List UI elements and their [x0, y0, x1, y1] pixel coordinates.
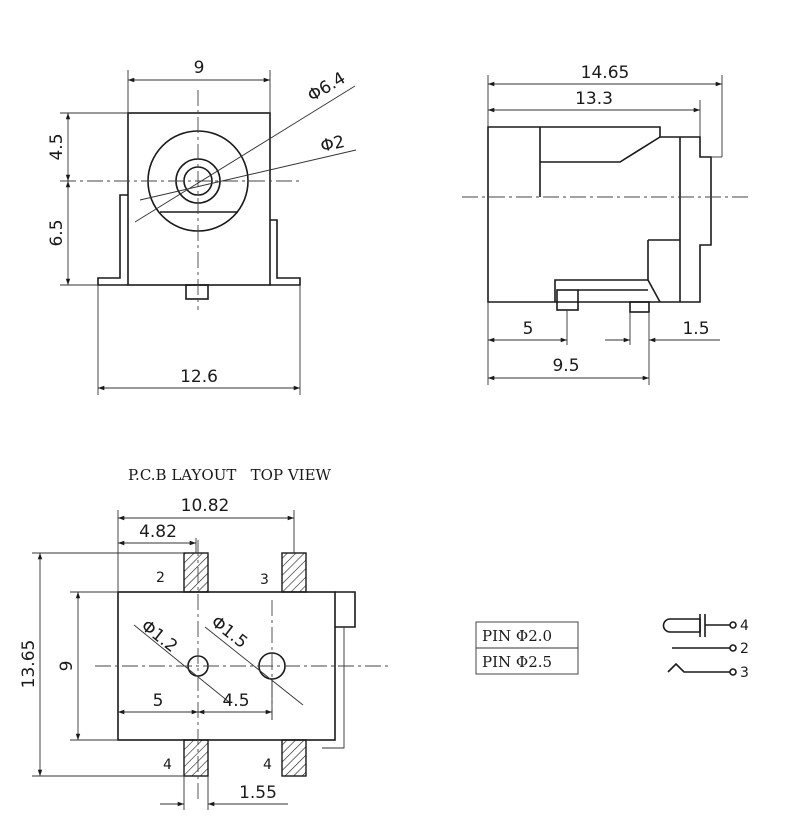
pcb-pad-bottom-right	[281, 739, 307, 777]
dim-side-pin-pitch: 9.5	[552, 356, 579, 376]
dim-pcb-total-height: 13.65	[19, 640, 39, 689]
pin-table-row-2: PIN Φ2.5	[482, 653, 552, 671]
schematic-pin-2: 2	[740, 641, 749, 657]
front-body	[127, 112, 271, 286]
schematic-pin-3: 3	[740, 665, 749, 681]
dim-pcb-total-width: 10.82	[181, 496, 230, 516]
dim-pcb-left-offset: 4.82	[139, 522, 177, 542]
pcb-pin-label-3: 3	[260, 572, 269, 588]
front-bottom-pin	[185, 284, 209, 300]
pcb-pin-label-4-right: 4	[263, 757, 272, 773]
pcb-pad-top-right	[281, 552, 307, 593]
dim-pcb-pad-width: 1.55	[239, 783, 277, 803]
dim-side-pin-offset: 5	[523, 319, 534, 339]
pcb-layout: P.C.B LAYOUT TOP VIEW 2 3 4 4 Φ1.2 Φ1.5	[19, 466, 392, 810]
pcb-pad-bottom-left	[183, 739, 209, 777]
dim-side-pin-width: 1.5	[682, 319, 709, 339]
dim-pcb-hole1-x: 5	[153, 691, 164, 711]
pcb-pad-top-left	[183, 552, 209, 593]
dim-front-upper-height: 4.5	[47, 133, 67, 160]
front-right-flange	[270, 219, 301, 286]
dim-front-width: 9	[194, 58, 205, 78]
dim-pcb-hole-spacing: 4.5	[222, 691, 249, 711]
side-body	[487, 126, 712, 303]
pcb-layout-title: P.C.B LAYOUT TOP VIEW	[128, 466, 332, 484]
pin-table: PIN Φ2.0 PIN Φ2.5	[475, 621, 579, 675]
pin-table-row-1: PIN Φ2.0	[482, 627, 552, 645]
dim-side-overall-length: 14.65	[581, 63, 630, 83]
side-pin-right	[629, 301, 650, 313]
side-view: 14.65 13.3 5 1.5 9.5	[462, 63, 752, 385]
dim-front-lower-height: 6.5	[47, 219, 67, 246]
dim-pcb-hole-2: Φ1.5	[207, 612, 251, 653]
front-left-flange	[97, 194, 128, 286]
pcb-pin-label-4-left: 4	[163, 757, 172, 773]
pcb-pin-label-2: 2	[156, 570, 165, 586]
schematic: 4 2 3	[662, 614, 749, 681]
front-view: 9 4.5 6.5 12.6 Φ6.4 Φ2	[47, 58, 357, 395]
dim-front-bottom-width: 12.6	[180, 367, 218, 387]
side-pin-left	[556, 289, 579, 311]
dim-pcb-inner-height: 9	[57, 661, 77, 672]
schematic-pin-4: 4	[740, 618, 749, 634]
dim-pcb-hole-1: Φ1.2	[137, 616, 181, 657]
dim-side-body-length: 13.3	[575, 89, 613, 109]
dim-outer-diameter: Φ6.4	[304, 68, 349, 106]
